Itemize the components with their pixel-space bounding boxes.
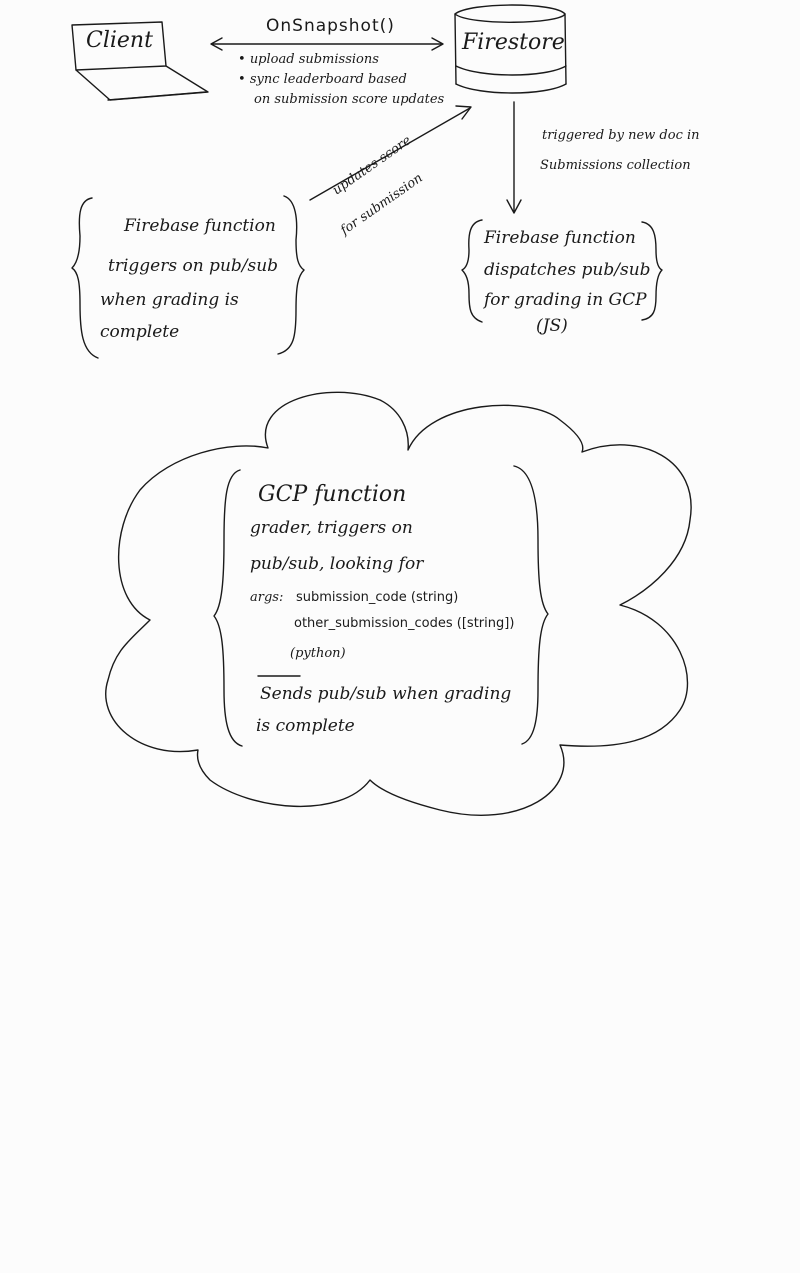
right-function-line-4: (JS) <box>536 316 568 336</box>
gcp-line-2: grader, triggers on <box>250 518 413 538</box>
client-label: Client <box>86 28 153 53</box>
gcp-function-braces <box>213 465 549 747</box>
gcp-sends-line-1: Sends pub/sub when grading <box>260 684 512 704</box>
edge-bullet-1-text: upload submissions <box>249 52 379 67</box>
laptop-icon <box>71 21 209 101</box>
right-function-line-2: dispatches pub/sub <box>484 260 651 280</box>
gcp-lang: (python) <box>290 646 346 661</box>
arrow-firestore-dispatch <box>506 101 522 214</box>
arrow-client-firestore <box>210 37 444 51</box>
left-function-line-1: Firebase function <box>124 216 276 236</box>
database-icon <box>454 4 567 94</box>
gcp-arg-1: submission_code (string) <box>296 590 459 605</box>
edge-bullet-3: on submission score updates <box>254 92 445 107</box>
gcp-title: GCP function <box>258 482 407 507</box>
edge-bullet-2: • sync leaderboard based <box>238 72 407 87</box>
left-function-line-4: complete <box>100 322 180 342</box>
gcp-arg-2: other_submission_codes ([string]) <box>294 616 515 631</box>
right-function-line-1: Firebase function <box>484 228 636 248</box>
left-function-braces <box>71 195 305 359</box>
gcp-args-label: args: <box>250 590 284 605</box>
left-function-line-3: when grading is <box>100 290 239 310</box>
cloud-shape <box>105 391 692 816</box>
right-function-line-3: for grading in GCP <box>484 290 647 310</box>
right-function-braces <box>461 219 663 323</box>
edge-label-triggered-2: Submissions collection <box>540 158 691 173</box>
gcp-sends-line-2: is complete <box>256 716 355 736</box>
edge-bullet-2-text: sync leaderboard based <box>249 72 407 87</box>
edge-label-onsnapshot: OnSnapshot() <box>266 16 395 36</box>
left-function-line-2: triggers on pub/sub <box>108 256 279 276</box>
edge-label-triggered-1: triggered by new doc in <box>542 128 700 143</box>
edge-bullet-1: • upload submissions <box>238 52 379 67</box>
gcp-line-3: pub/sub, looking for <box>250 554 424 574</box>
firestore-label: Firestore <box>462 30 565 55</box>
arrow-function-firestore <box>309 105 472 201</box>
